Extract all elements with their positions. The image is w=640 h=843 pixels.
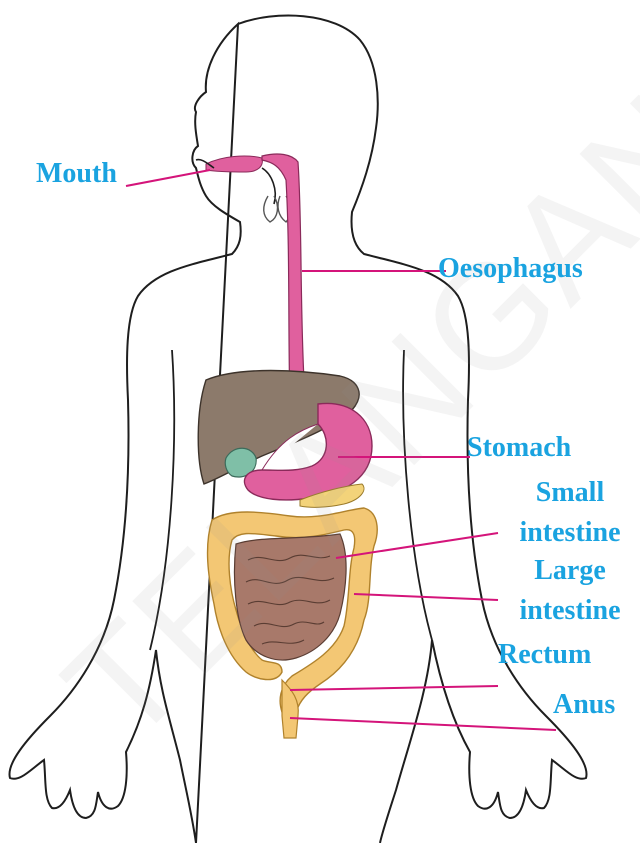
large-intestine-leader-line xyxy=(354,594,498,600)
left-arm-inner-line xyxy=(150,350,174,650)
label-large-intestine-line1: Large xyxy=(500,556,640,586)
label-oesophagus: Oesophagus xyxy=(438,254,583,284)
label-stomach: Stomach xyxy=(467,433,571,463)
label-anus: Anus xyxy=(553,690,615,720)
label-large-intestine-line2: intestine xyxy=(500,596,640,626)
rectum-leader-line xyxy=(290,686,498,690)
label-small-intestine-line2: intestine xyxy=(500,518,640,548)
label-rectum: Rectum xyxy=(498,640,591,670)
anus-leader-line xyxy=(290,718,556,730)
mouth-leader-line xyxy=(126,170,210,186)
label-small-intestine-line1: Small xyxy=(500,478,640,508)
small-intestine xyxy=(234,534,346,660)
ear xyxy=(262,168,275,204)
oral-cavity xyxy=(206,156,262,172)
label-mouth: Mouth xyxy=(36,159,117,189)
